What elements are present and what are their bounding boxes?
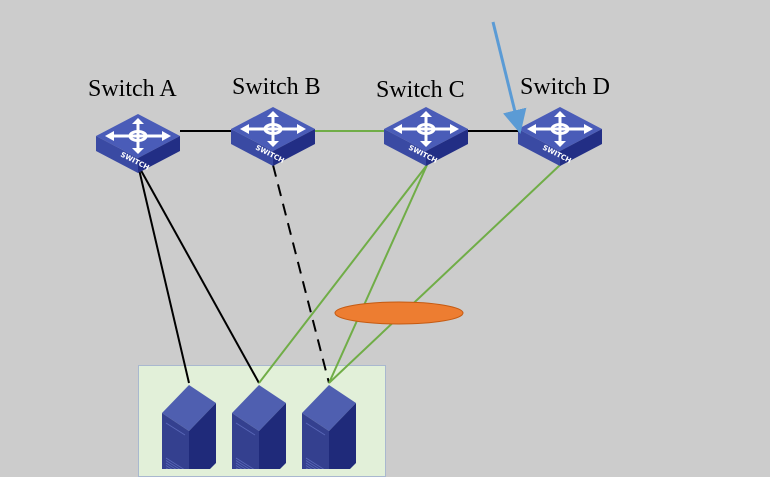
switch-d-label: Switch D [520, 74, 610, 100]
switch-a-icon[interactable]: SWITCH [96, 114, 180, 173]
link-c-s2 [258, 164, 428, 384]
link-b-s3 [272, 164, 330, 384]
switch-c-label: Switch C [376, 77, 465, 103]
pointer-arrow [491, 21, 527, 134]
link-a-s1 [137, 164, 190, 384]
switch-b-label: Switch B [232, 74, 321, 100]
switch-d-icon[interactable]: SWITCH [518, 107, 602, 166]
server-1-icon[interactable] [162, 385, 216, 469]
link-a-s2 [137, 164, 260, 384]
switch-a-label: Switch A [88, 76, 177, 102]
link-aggregation-ellipse [334, 301, 464, 325]
link-d-s3 [328, 164, 561, 384]
link-c-s3 [328, 164, 428, 384]
server-2-icon[interactable] [232, 385, 286, 469]
switch-c-icon[interactable]: SWITCH [384, 107, 468, 166]
server-3-icon[interactable] [302, 385, 356, 469]
switch-b-icon[interactable]: SWITCH [231, 107, 315, 166]
